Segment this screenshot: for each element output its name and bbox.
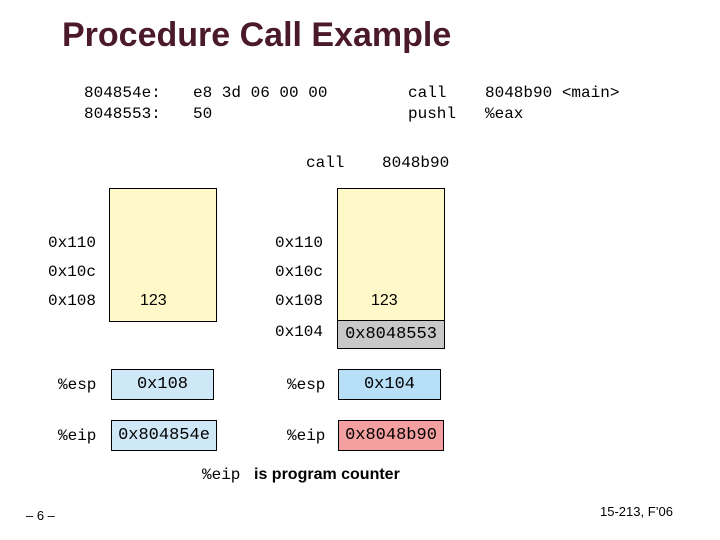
return-address-value: 0x8048553 [345,325,437,344]
code-bytes-2: 50 [193,105,213,123]
eip-label-after: %eip [287,427,326,445]
esp-label-after: %esp [287,376,326,394]
esp-register-before: 0x108 [111,369,214,400]
note-register: %eip [202,466,241,484]
esp-value-after: 0x104 [363,375,415,394]
address-label: 0x108 [275,292,324,310]
address-label: 0x104 [275,323,324,341]
instruction-op: call [306,154,345,172]
address-label: 0x110 [275,234,324,252]
esp-label-before: %esp [58,376,97,394]
code-address-1: 804854e: [84,84,161,102]
eip-register-after: 0x8048b90 [338,420,444,451]
esp-value-before: 0x108 [136,375,188,394]
eip-label-before: %eip [58,427,97,445]
instruction-arg: 8048b90 [382,154,450,172]
eip-register-before: 0x804854e [111,420,217,451]
stack-before [109,188,217,322]
address-label: 0x108 [48,292,97,310]
code-op-2: pushl [408,105,457,123]
address-label: 0x10c [275,263,324,281]
stack-after [337,188,445,322]
address-label: 0x110 [48,234,97,252]
page-number: – 6 – [26,508,55,523]
eip-value-after: 0x8048b90 [345,426,437,445]
course-label: 15-213, F’06 [600,504,673,519]
stack-after-return-address: 0x8048553 [337,320,445,349]
esp-register-after: 0x104 [338,369,441,400]
page-title: Procedure Call Example [62,16,452,54]
code-op-1: call [408,84,447,102]
code-bytes-1: e8 3d 06 00 00 [193,84,328,102]
stack-before-value: 123 [140,292,167,309]
address-label: 0x10c [48,263,97,281]
code-arg-1: 8048b90 <main> [485,84,620,102]
code-arg-2: %eax [485,105,524,123]
code-address-2: 8048553: [84,105,161,123]
note-text: is program counter [254,466,400,483]
stack-after-value: 123 [371,292,398,309]
eip-value-before: 0x804854e [118,426,210,445]
